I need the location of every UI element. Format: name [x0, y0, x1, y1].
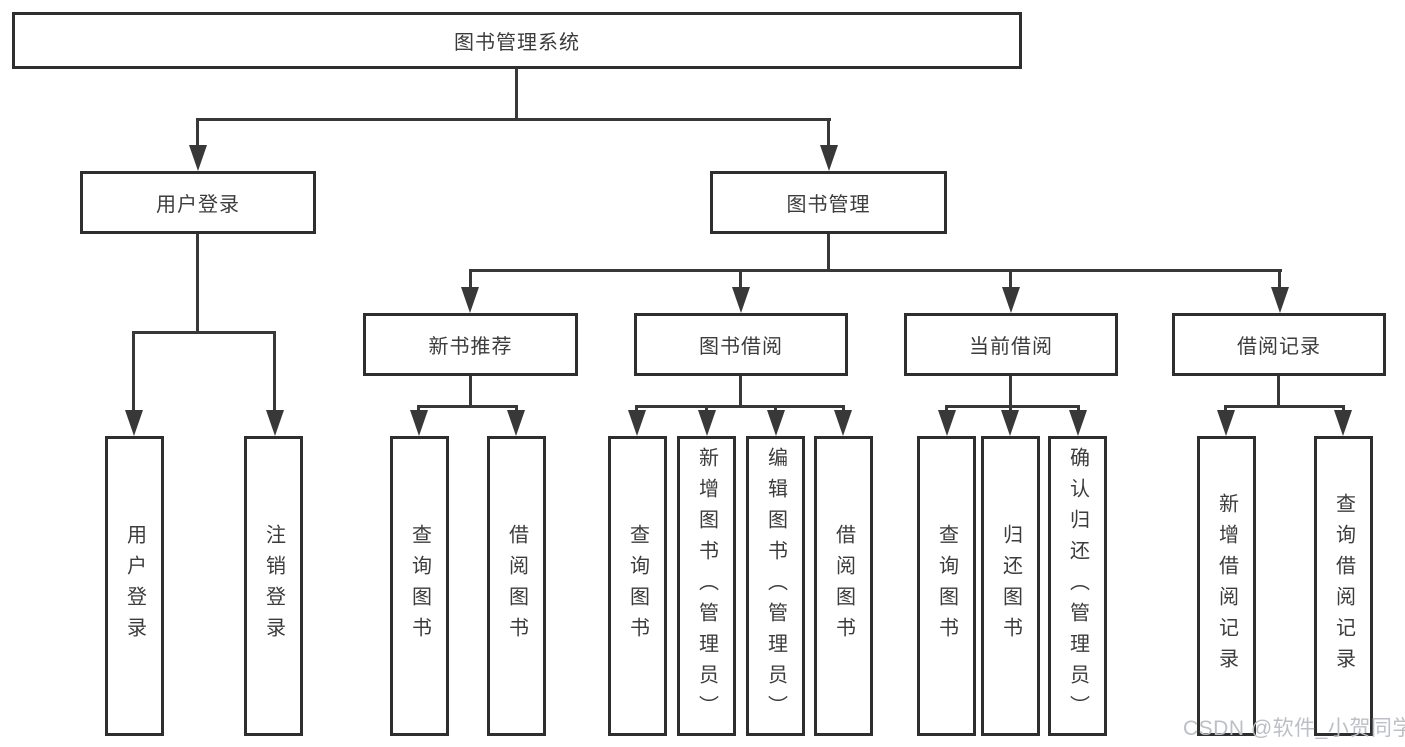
- connector-current-hbar: [945, 405, 1080, 408]
- node-leaf-query-books: 查询图书: [390, 436, 449, 736]
- node-user-login: 用户登录: [80, 171, 316, 234]
- node-leaf-borrow-books: 借阅图书: [814, 436, 873, 736]
- connector-leaf-stub: [132, 331, 135, 411]
- connector-borrowing-hbar: [635, 405, 845, 408]
- connector-borrowing-stem: [739, 376, 742, 408]
- arrow-down-icon: [1334, 410, 1352, 436]
- arrow-down-icon: [767, 410, 785, 436]
- arrow-down-icon: [628, 410, 646, 436]
- connector-leaf-stub: [774, 405, 777, 413]
- connector-l3-stub: [1278, 269, 1281, 289]
- node-leaf-query-books: 查询图书: [917, 436, 976, 736]
- connector-user-login-hbar: [132, 331, 276, 334]
- node-leaf-query-borrow-record: 查询借阅记录: [1314, 436, 1373, 736]
- arrow-down-icon: [410, 410, 428, 436]
- node-leaf-add-books-admin: 新增图书（管理员）: [677, 436, 736, 736]
- connector-leaf-stub: [417, 405, 420, 413]
- node-new-book-recommend: 新书推荐: [363, 313, 578, 376]
- connector-leaf-stub: [635, 405, 638, 413]
- arrow-down-icon: [938, 410, 956, 436]
- node-leaf-add-borrow-record: 新增借阅记录: [1197, 436, 1256, 736]
- arrow-down-icon: [698, 410, 716, 436]
- connector-leaf-stub: [842, 405, 845, 413]
- arrow-down-icon: [1271, 287, 1289, 313]
- connector-leaf-stub: [1077, 405, 1080, 413]
- node-leaf-user-login: 用户登录: [105, 436, 164, 736]
- connector-user-login-stub: [196, 118, 199, 147]
- node-current-borrowing: 当前借阅: [904, 313, 1118, 376]
- connector-current-stem: [1009, 376, 1012, 408]
- connector-root-hbar: [196, 118, 831, 121]
- connector-l3-stub: [1009, 269, 1012, 289]
- arrow-down-icon: [732, 287, 750, 313]
- connector-new-books-stem: [469, 376, 472, 408]
- connector-leaf-stub: [1009, 405, 1012, 413]
- node-book-borrowing: 图书借阅: [634, 313, 848, 376]
- connector-records-hbar: [1224, 405, 1345, 408]
- node-leaf-borrow-books: 借阅图书: [487, 436, 546, 736]
- arrow-down-icon: [125, 410, 143, 436]
- arrow-down-icon: [1001, 410, 1019, 436]
- node-leaf-query-books: 查询图书: [608, 436, 667, 736]
- connector-book-mgmt-stem: [827, 233, 830, 272]
- connector-leaf-stub: [1342, 405, 1345, 413]
- node-leaf-confirm-return-admin: 确认归还（管理员）: [1048, 436, 1107, 736]
- connector-leaf-stub: [1224, 405, 1227, 413]
- node-root: 图书管理系统: [12, 12, 1022, 69]
- connector-book-mgmt-stub: [827, 118, 830, 147]
- arrow-down-icon: [189, 145, 207, 171]
- connector-l3-stub: [469, 269, 472, 289]
- node-borrowing-records: 借阅记录: [1172, 313, 1386, 376]
- arrow-down-icon: [1069, 410, 1087, 436]
- node-leaf-logout: 注销登录: [244, 436, 303, 736]
- arrow-down-icon: [1002, 287, 1020, 313]
- watermark: CSDN @软件_小贺同学: [1183, 717, 1405, 740]
- connector-book-mgmt-hbar: [469, 269, 1282, 272]
- connector-leaf-stub: [273, 331, 276, 411]
- connector-records-stem: [1277, 376, 1280, 408]
- arrow-down-icon: [834, 410, 852, 436]
- arrow-down-icon: [507, 410, 525, 436]
- connector-leaf-stub: [945, 405, 948, 413]
- connector-user-login-stem: [196, 233, 199, 334]
- node-leaf-edit-books-admin: 编辑图书（管理员）: [746, 436, 805, 736]
- arrow-down-icon: [461, 287, 479, 313]
- connector-l3-stub: [739, 269, 742, 289]
- arrow-down-icon: [266, 410, 284, 436]
- connector-new-books-hbar: [417, 405, 518, 408]
- node-book-management: 图书管理: [710, 171, 947, 234]
- node-leaf-return-books: 归还图书: [981, 436, 1040, 736]
- connector-leaf-stub: [515, 405, 518, 413]
- connector-root-stem: [515, 68, 518, 121]
- arrow-down-icon: [820, 145, 838, 171]
- arrow-down-icon: [1217, 410, 1235, 436]
- connector-leaf-stub: [705, 405, 708, 413]
